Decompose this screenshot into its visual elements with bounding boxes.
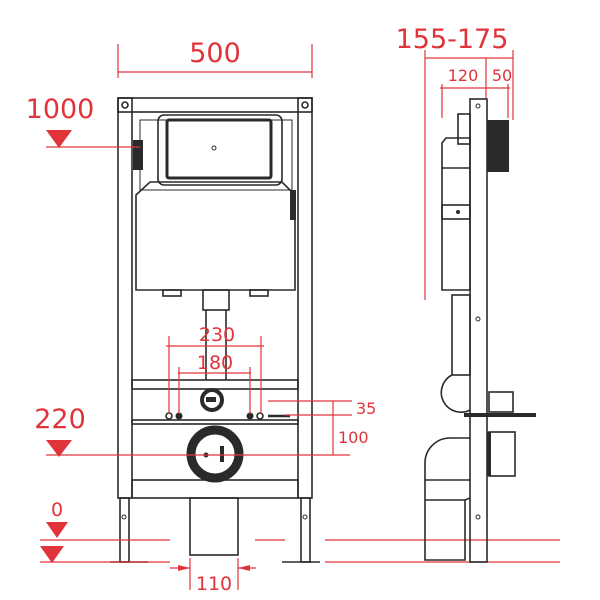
dimension-height-220: 220 xyxy=(34,404,350,457)
offset-35-label: 35 xyxy=(356,399,376,418)
dimension-width: 500 xyxy=(117,38,313,78)
dimension-depth: 155-175 120 50 xyxy=(396,24,514,300)
side-view xyxy=(424,98,536,563)
dimension-230: 230 xyxy=(166,324,264,414)
depth-120-label: 120 xyxy=(448,66,479,85)
dimension-height-1000: 1000 xyxy=(26,94,140,148)
spacing-180-label: 180 xyxy=(197,352,233,374)
floor-label: 0 xyxy=(51,499,63,521)
offset-100-label: 100 xyxy=(338,428,369,447)
dimension-110: 110 xyxy=(170,558,256,595)
depth-50-label: 50 xyxy=(492,66,512,85)
height-220-label: 220 xyxy=(34,404,86,435)
dimension-180: 180 xyxy=(178,352,251,414)
cistern xyxy=(133,114,296,380)
height-1000-label: 1000 xyxy=(26,94,95,125)
flush-connector xyxy=(165,388,290,420)
depth-label: 155-175 xyxy=(396,24,509,55)
dimension-floor: 0 xyxy=(40,499,560,563)
pipe-110-label: 110 xyxy=(196,573,232,595)
spacing-230-label: 230 xyxy=(199,324,235,346)
width-label: 500 xyxy=(189,38,241,69)
drain-connector xyxy=(186,425,244,556)
dimension-35-100: 35 100 xyxy=(268,399,376,455)
